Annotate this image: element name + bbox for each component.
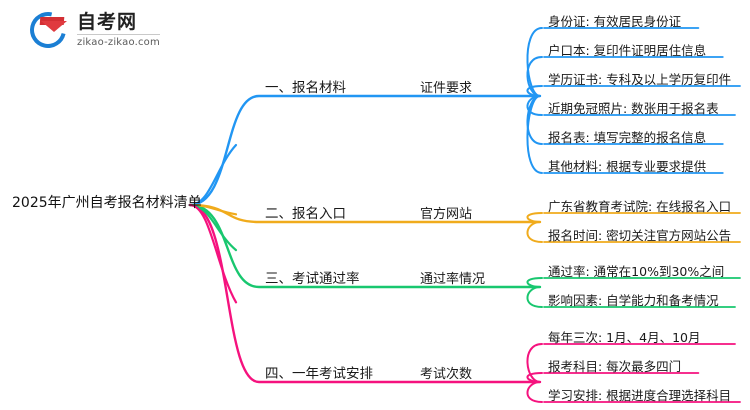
site-name-en: zikao-zikao.com bbox=[77, 36, 160, 48]
leaf-node: 每年三次: 1月、4月、10月 bbox=[548, 330, 701, 345]
sub-node-3: 通过率情况 bbox=[420, 272, 486, 287]
branch-node-4: 四、一年考试安排 bbox=[265, 366, 373, 382]
branch-node-1: 一、报名材料 bbox=[265, 80, 346, 96]
leaf-node: 报名表: 填写完整的报名信息 bbox=[548, 130, 707, 145]
branch-node-2: 二、报名入口 bbox=[265, 206, 346, 222]
leaf-node: 通过率: 通常在10%到30%之间 bbox=[548, 264, 725, 279]
leaf-node: 影响因素: 自学能力和备考情况 bbox=[548, 293, 719, 308]
site-logo-text: 自考网 zikao-zikao.com bbox=[77, 12, 160, 48]
leaf-node: 近期免冠照片: 数张用于报名表 bbox=[548, 101, 719, 116]
sub-node-4: 考试次数 bbox=[420, 367, 473, 382]
branch-node-3: 三、考试通过率 bbox=[265, 271, 360, 287]
leaf-node: 其他材料: 根据专业要求提供 bbox=[548, 159, 707, 174]
leaf-node: 户口本: 复印件证明居住信息 bbox=[548, 43, 707, 58]
mindmap-root-node: 2025年广州自考报名材料清单 bbox=[12, 195, 202, 211]
leaf-node: 身份证: 有效居民身份证 bbox=[548, 14, 682, 29]
graduation-cap-icon bbox=[23, 5, 73, 55]
site-logo: 自考网 zikao-zikao.com bbox=[23, 5, 180, 55]
leaf-node: 报名时间: 密切关注官方网站公告 bbox=[548, 228, 732, 243]
site-name-cn: 自考网 bbox=[77, 12, 160, 35]
leaf-node: 学习安排: 根据进度合理选择科目 bbox=[548, 388, 732, 403]
leaf-node: 广东省教育考试院: 在线报名入口 bbox=[548, 199, 732, 214]
sub-node-2: 官方网站 bbox=[420, 207, 473, 222]
sub-node-1: 证件要求 bbox=[420, 81, 473, 96]
leaf-node: 学历证书: 专科及以上学历复印件 bbox=[548, 72, 732, 87]
leaf-node: 报考科目: 每次最多四门 bbox=[548, 359, 682, 374]
